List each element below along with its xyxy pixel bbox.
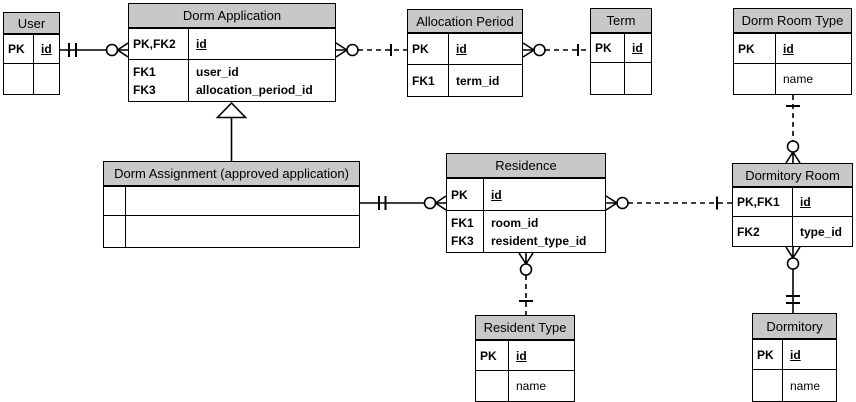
crow-foot-icon [785, 246, 801, 259]
crow-foot-icon [785, 151, 801, 164]
entity-resident-type-pk-field: id [516, 348, 527, 363]
entity-residence-pk-label: PK [447, 179, 484, 210]
entity-dorm-assignment-empty-key-1 [104, 187, 126, 215]
entity-resident-type-pk-label: PK [476, 341, 509, 370]
entity-allocation-period-fk-field: term_id [456, 73, 500, 88]
entity-dormitory-title: Dormitory [753, 314, 836, 340]
entity-dorm-assignment-title: Dorm Assignment (approved application) [104, 162, 359, 187]
rel-dorm-room-type-dormitory-room [785, 95, 801, 164]
zero-or-many-circle-icon [533, 43, 546, 57]
entity-residence-title: Residence [447, 154, 605, 179]
entity-dorm-assignment-empty-field-2 [126, 216, 359, 247]
rel-dorm-assignment-residence [360, 195, 447, 211]
entity-resident-type-title: Resident Type [476, 316, 574, 341]
rel-allocation-period-term [522, 42, 590, 58]
entity-term-title: Term [591, 9, 651, 34]
entity-residence-fk-fields: room_id resident_type_id [491, 215, 587, 248]
entity-dorm-application-fk-fields: user_id allocation_period_id [196, 64, 313, 97]
entity-dormitory-empty-key [753, 370, 783, 401]
entity-dormitory-name-field: name [790, 378, 821, 393]
entity-dormitory-room-pk-field: id [800, 195, 811, 209]
entity-dormitory-pk-label: PK [753, 340, 783, 369]
zero-or-many-circle-icon [519, 263, 533, 276]
crow-foot-icon [117, 42, 129, 58]
entity-allocation-period-pk-label: PK [408, 34, 449, 64]
rel-dormitory-room-dormitory [785, 246, 801, 313]
entity-dorm-room-type-name-field: name [783, 72, 814, 86]
entity-dormitory-room-pk-label: PK,FK1 [733, 188, 793, 216]
entity-dormitory-room-fk-field: type_id [800, 224, 843, 239]
entity-user-empty-field [34, 64, 59, 94]
rel-residence-resident-type [518, 252, 534, 315]
entity-dorm-application[interactable]: Dorm Application PK,FK2 id FK1 FK3 user_… [128, 3, 336, 102]
one-and-only-one-ticks-icon [786, 295, 800, 304]
zero-or-many-circle-icon [423, 196, 437, 210]
entity-dorm-room-type-pk-field: id [783, 41, 794, 56]
rel-residence-dormitory-room [605, 195, 732, 211]
entity-dormitory-room-fk-label: FK2 [733, 217, 793, 246]
entity-dorm-application-title: Dorm Application [129, 4, 335, 29]
entity-allocation-period[interactable]: Allocation Period PK id FK1 term_id [407, 9, 523, 97]
rel-inheritance-dorm-application-dorm-assignment [215, 101, 248, 161]
entity-resident-type[interactable]: Resident Type PK id name [475, 315, 575, 402]
entity-term-empty-field [625, 63, 651, 94]
entity-resident-type-empty-key [476, 371, 509, 401]
entity-user-empty-key [4, 64, 34, 94]
crow-foot-icon [335, 42, 348, 58]
inheritance-triangle-icon [215, 101, 248, 119]
entity-dorm-room-type[interactable]: Dorm Room Type PK id name [733, 8, 852, 95]
entity-user-title: User [4, 13, 59, 35]
entity-dorm-application-pk-label: PK,FK2 [129, 29, 189, 59]
crow-foot-icon [435, 195, 447, 211]
crow-foot-icon [605, 195, 618, 211]
entity-term-empty-key [591, 63, 625, 94]
entity-allocation-period-fk-label: FK1 [408, 65, 449, 96]
entity-residence-fk-labels: FK1 FK3 [447, 211, 484, 252]
entity-dormitory-room[interactable]: Dormitory Room PK,FK1 id FK2 type_id [732, 163, 853, 247]
one-and-only-one-ticks-icon [68, 43, 77, 57]
crow-foot-icon [522, 42, 535, 58]
entity-dorm-assignment[interactable]: Dorm Assignment (approved application) [103, 161, 360, 248]
one-and-only-one-ticks-icon [378, 196, 387, 210]
entity-user-pk-label: PK [4, 35, 34, 63]
entity-dormitory[interactable]: Dormitory PK id name [752, 313, 837, 402]
entity-dorm-room-type-pk-label: PK [734, 34, 776, 63]
entity-user[interactable]: User PK id [3, 12, 60, 95]
entity-allocation-period-pk-field: id [456, 42, 467, 56]
entity-dormitory-pk-field: id [790, 347, 801, 362]
zero-or-many-circle-icon [616, 196, 629, 210]
entity-term[interactable]: Term PK id [590, 8, 652, 95]
entity-allocation-period-title: Allocation Period [408, 10, 522, 34]
entity-term-pk-field: id [632, 41, 643, 55]
rel-user-dorm-application [60, 42, 129, 58]
entity-dorm-assignment-empty-key-2 [104, 216, 126, 247]
rel-dorm-application-allocation-period [335, 42, 407, 58]
entity-residence-pk-field: id [491, 187, 502, 202]
entity-dorm-application-fk-labels: FK1 FK3 [129, 60, 189, 101]
entity-dorm-room-type-title: Dorm Room Type [734, 9, 851, 34]
entity-dorm-application-pk-field: id [196, 37, 207, 51]
zero-or-many-circle-icon [786, 257, 800, 270]
entity-resident-type-name-field: name [516, 379, 547, 393]
zero-or-many-circle-icon [786, 140, 800, 153]
entity-user-pk-field: id [41, 42, 52, 56]
zero-or-many-circle-icon [346, 43, 359, 57]
crow-foot-icon [518, 252, 534, 265]
entity-term-pk-label: PK [591, 34, 625, 62]
entity-residence[interactable]: Residence PK id FK1 FK3 room_id resident… [446, 153, 606, 253]
entity-dormitory-room-title: Dormitory Room [733, 164, 852, 188]
zero-or-many-circle-icon [105, 43, 119, 57]
entity-dorm-room-type-empty-key [734, 64, 776, 94]
entity-dorm-assignment-empty-field-1 [126, 187, 359, 215]
